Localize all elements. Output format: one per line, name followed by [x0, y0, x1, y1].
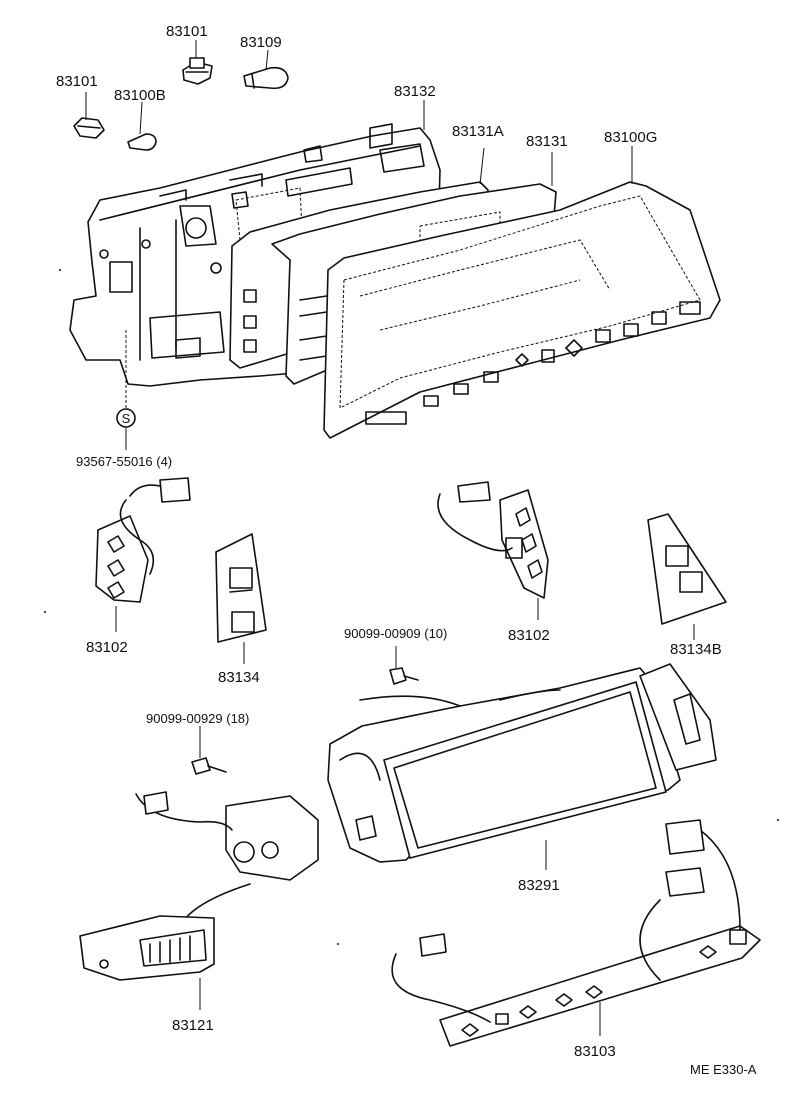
circuit-plate-83102-right [437, 481, 549, 599]
screw-90099-00909 [389, 646, 419, 685]
circuit-plate-83102-left [95, 477, 191, 603]
label-83102-right: 83102 [508, 627, 550, 644]
screw-symbol: S [122, 411, 131, 426]
switch-assembly-83121 [79, 791, 319, 981]
plate-83134b [647, 513, 727, 625]
reference-code: ME E330-A [690, 1062, 757, 1077]
label-83132: 83132 [394, 83, 436, 100]
label-83131: 83131 [526, 133, 568, 150]
display-unit-83291 [327, 663, 717, 863]
bulb-83109 [243, 66, 289, 90]
label-83103: 83103 [574, 1043, 616, 1060]
plate-83134 [215, 533, 267, 643]
meter-glass-83100g [323, 181, 721, 439]
bulb-socket-83101-left [73, 117, 105, 139]
label-83101-left: 83101 [56, 73, 98, 90]
label-83100g: 83100G [604, 129, 657, 146]
label-90099-00909: 90099-00909 (10) [344, 626, 447, 641]
label-83131a: 83131A [452, 123, 504, 140]
bulb-socket-83101-top [182, 57, 213, 85]
label-83101-top: 83101 [166, 23, 208, 40]
label-83134b: 83134B [670, 641, 722, 658]
screw-90099-00929 [191, 726, 227, 775]
circuit-board-83103 [391, 819, 761, 1047]
screw-93567: S [116, 330, 136, 450]
bulb-83100b [127, 133, 157, 151]
label-83291: 83291 [518, 877, 560, 894]
label-90099-00929: 90099-00929 (18) [146, 711, 249, 726]
label-83100b: 83100B [114, 87, 166, 104]
label-83134: 83134 [218, 669, 260, 686]
label-93567: 93567-55016 (4) [76, 454, 172, 469]
label-83121: 83121 [172, 1017, 214, 1034]
label-83102-left: 83102 [86, 639, 128, 656]
label-83109: 83109 [240, 34, 282, 51]
